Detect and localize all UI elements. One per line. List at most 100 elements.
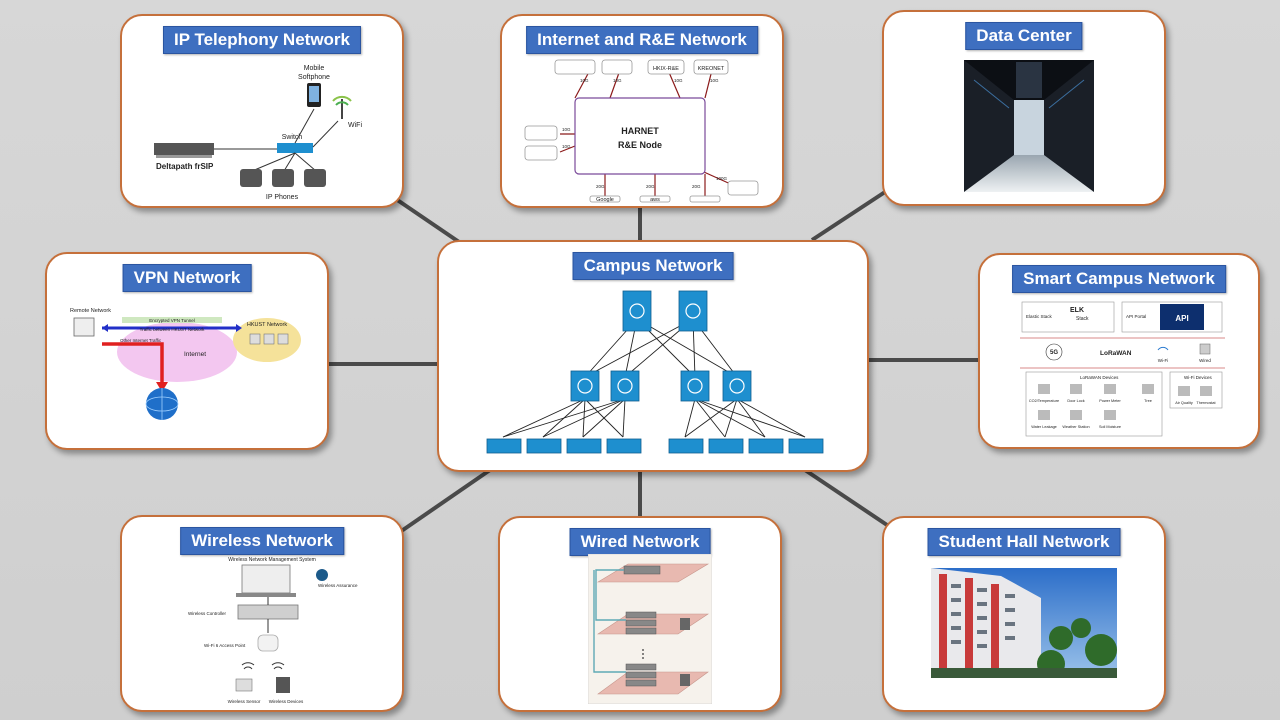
smart-campus-title: Smart Campus Network <box>1012 265 1226 293</box>
internet-title: Internet and R&E Network <box>526 26 758 54</box>
wireless-panel: Wireless Network Wireless Network Manage… <box>120 515 404 712</box>
peer-box-3 <box>647 59 685 75</box>
switch-icon <box>277 143 313 153</box>
harnet-node-box <box>574 97 706 175</box>
core-switch-2 <box>678 290 708 332</box>
lorawan-devices-label: LoRaWAN Devices <box>1080 375 1119 380</box>
student-hall-photo <box>931 568 1117 678</box>
speed-7: 20G <box>596 184 605 189</box>
speed-5: 10G <box>562 127 571 132</box>
assurance-label: Wireless Assurance <box>318 583 358 588</box>
wifi-ap-icon <box>332 95 352 119</box>
hkust-label: HKUST Network <box>247 322 287 328</box>
vpn-tunnel-bar <box>122 317 222 323</box>
wired-label-smart: Wired <box>1199 358 1211 363</box>
nms-laptop-icon <box>241 564 291 594</box>
vpn-title: VPN Network <box>122 264 252 292</box>
access-switch-5 <box>668 438 704 454</box>
controller-label: Wireless Controller <box>188 611 227 616</box>
server-label: Deltapath frSIP <box>156 162 214 171</box>
access-switch-4 <box>606 438 642 454</box>
api-label: API <box>1175 314 1188 323</box>
link-datacenter <box>810 190 887 242</box>
device-water-leakage: Water Leakage <box>1031 425 1057 429</box>
access-switch-7 <box>748 438 784 454</box>
harnet-line1: HARNET <box>621 126 659 136</box>
student-hall-panel: Student Hall Network <box>882 516 1166 712</box>
tunnel-label: Encrypted VPN Tunnel <box>149 318 195 323</box>
campus-panel: Campus Network <box>437 240 869 472</box>
wired-illustration <box>588 554 712 704</box>
speed-4: 10G <box>710 78 719 83</box>
remote-pc-icon <box>73 317 95 337</box>
server-icon <box>154 143 214 155</box>
softphone-label: Softphone <box>298 74 330 81</box>
assurance-icon <box>316 569 328 581</box>
devices-label: Wireless Devices <box>269 699 304 704</box>
access-switch-6 <box>708 438 744 454</box>
devices-icon <box>276 677 290 693</box>
peer-box-aws <box>639 195 671 203</box>
ap-label: Wi-Fi 6 Access Point <box>204 643 246 648</box>
wired-stack-2 <box>625 663 657 671</box>
device-weather-station: Weather Station <box>1062 425 1089 429</box>
wired-switch-top <box>623 565 661 575</box>
device-tree: Tree <box>1144 399 1152 403</box>
access-switch-1 <box>486 438 522 454</box>
internet-panel: Internet and R&E Network <box>500 14 784 208</box>
api-portal-image <box>1160 304 1204 330</box>
peer-hkix: HKIX-R&E <box>653 66 679 72</box>
controller-icon <box>237 604 299 620</box>
campus-title: Campus Network <box>572 252 734 280</box>
wired-title: Wired Network <box>569 528 711 556</box>
wifi-label-smart: Wi-Fi <box>1158 358 1169 363</box>
smart-campus-illustration: Elastic Stack ELK Stack API Portal API 5… <box>1020 301 1225 437</box>
harnet-line2: R&E Node <box>618 140 662 150</box>
datacenter-panel: Data Center <box>882 10 1166 206</box>
vpn-panel: VPN Network Remote Network Encrypted VPN… <box>45 252 329 450</box>
peer-box-5 <box>524 145 558 161</box>
peer-box-4 <box>693 59 729 75</box>
wifi-devices-label: Wi-Fi Devices <box>1184 375 1212 380</box>
datacenter-title: Data Center <box>965 22 1083 50</box>
peer-box-google <box>589 195 621 203</box>
speed-10: 100G <box>716 176 728 181</box>
lorawan-label: LoRaWAN <box>1100 350 1132 357</box>
link-ip-telephony <box>388 193 464 246</box>
wired-icon <box>1199 343 1211 355</box>
access-switch-8 <box>788 438 824 454</box>
device-thermostat: Thermostat <box>1196 401 1216 405</box>
nms-label: Wireless Network Management System <box>228 557 316 563</box>
peer-box-2 <box>601 59 633 75</box>
access-switch-3 <box>566 438 602 454</box>
campus-topology <box>486 290 824 454</box>
peer-box-1 <box>554 59 596 75</box>
sensor-label: Wireless Sensor <box>228 699 261 704</box>
remote-label: Remote Network <box>70 308 111 314</box>
ip-telephony-title: IP Telephony Network <box>162 26 362 54</box>
switch-label: Switch <box>282 134 303 141</box>
5g-label: 5G <box>1050 350 1058 356</box>
speed-3: 10G <box>674 78 683 83</box>
smart-campus-panel: Smart Campus Network Elastic Stack ELK S… <box>978 253 1260 449</box>
signal-icon-1 <box>241 662 255 670</box>
internet-cloud-label: Internet <box>184 351 206 358</box>
device-co2: CO2/Temperature <box>1029 399 1059 403</box>
stack-label: Stack <box>1076 316 1089 322</box>
sensor-icon <box>235 678 253 692</box>
link-student <box>803 468 892 529</box>
wired-panel: Wired Network <box>498 516 782 712</box>
5g-icon <box>1045 343 1063 361</box>
ip-phone-icons <box>240 169 326 187</box>
wired-stack-1 <box>625 611 657 619</box>
speed-8: 20G <box>646 184 655 189</box>
speed-9: 20G <box>692 184 701 189</box>
speed-6: 10G <box>562 144 571 149</box>
peer-box-nict <box>524 125 558 141</box>
traffic-label: Traffic between HKUST Network <box>140 327 205 332</box>
wifi-label: WiFi <box>348 122 362 129</box>
peer-kreonet: KREONET <box>698 66 725 72</box>
datacenter-photo <box>964 60 1094 192</box>
